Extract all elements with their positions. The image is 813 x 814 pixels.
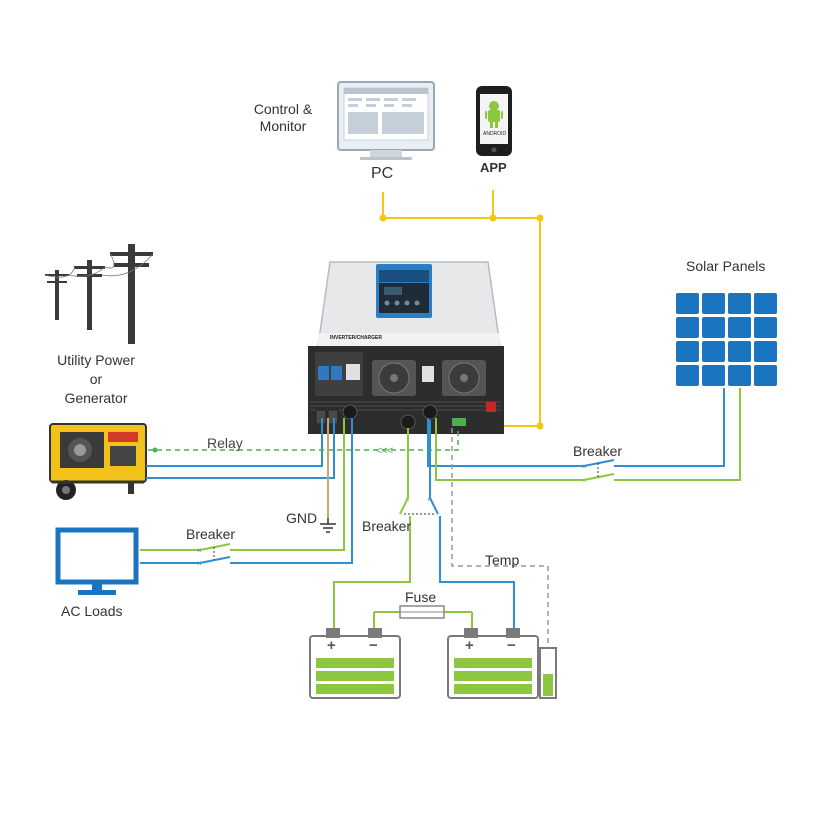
ac-output-wiring	[140, 418, 353, 564]
svg-text:×: ×	[197, 559, 202, 568]
ac-input-wiring	[146, 418, 335, 479]
battery-1-minus: −	[369, 637, 378, 654]
solar-panel-icon	[674, 291, 778, 387]
fuse-label: Fuse	[405, 589, 437, 605]
relay-wiring	[148, 430, 459, 451]
monitor-load-icon	[55, 527, 139, 595]
power-pole-icon	[44, 244, 154, 344]
android-phone-icon	[476, 86, 512, 156]
inverter-model-label: INVERTER/CHARGER	[330, 335, 382, 341]
breaker-solar-label: Breaker	[573, 443, 623, 459]
battery-icon	[447, 628, 539, 699]
fuse-icon	[399, 605, 445, 619]
generator-icon	[49, 423, 147, 500]
utility-power-label: Utility Power or Generator	[57, 352, 135, 406]
battery-wiring	[333, 420, 515, 628]
breaker-battery-label: Breaker	[362, 518, 412, 534]
battery-icon	[309, 628, 401, 699]
relay-label: Relay	[207, 435, 243, 451]
control-monitor-label: Control & Monitor	[253, 101, 313, 134]
temp-label: Temp	[485, 552, 520, 568]
temp-sensor-wiring	[451, 428, 549, 648]
android-label: ANDROID	[483, 131, 507, 137]
solar-panels-label: Solar Panels	[686, 258, 766, 274]
temperature-sensor-icon	[539, 647, 557, 699]
desktop-monitor-icon	[337, 81, 435, 160]
svg-text:×: ×	[427, 495, 432, 504]
svg-text:×: ×	[582, 462, 587, 471]
breaker-ac-label: Breaker	[186, 526, 236, 542]
gnd-label: GND	[286, 510, 318, 526]
ac-loads-label: AC Loads	[61, 603, 123, 619]
svg-text:×: ×	[582, 476, 587, 485]
svg-text:×: ×	[405, 495, 410, 504]
ground-icon	[320, 418, 336, 533]
relay-arrows: <<<	[376, 445, 393, 457]
app-label: APP	[480, 160, 507, 175]
pc-label: PC	[371, 165, 394, 182]
svg-text:×: ×	[197, 546, 202, 555]
battery-2-minus: −	[507, 637, 516, 654]
battery-2-plus: +	[465, 637, 474, 654]
battery-1-plus: +	[327, 637, 336, 654]
inverter-charger-icon	[308, 261, 504, 434]
pv-input-wiring	[427, 388, 741, 481]
